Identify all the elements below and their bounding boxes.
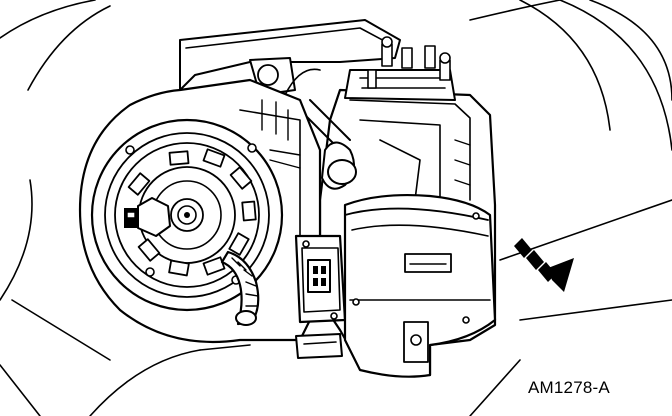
motor-electrical-connector (124, 197, 171, 237)
wiring-harness (220, 250, 260, 326)
blower-housing-top (179, 19, 401, 91)
blower-motor-resistor (294, 234, 347, 324)
heater-core-cover (343, 193, 497, 378)
removal-direction-arrow (514, 238, 574, 292)
top-fittings (344, 36, 456, 101)
motor-mounting-screws (125, 143, 257, 285)
motor-vent-slots (127, 148, 257, 277)
lower-bracket (295, 333, 343, 359)
figure-label: AM1278-A (528, 378, 610, 397)
